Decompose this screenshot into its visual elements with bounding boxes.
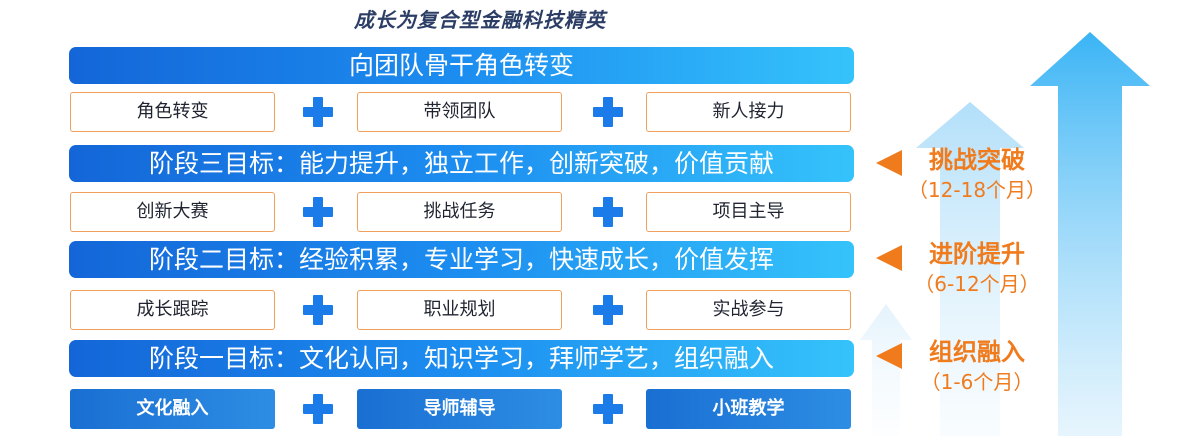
box-project-lead: 项目主导 <box>646 192 851 232</box>
box-challenge-task: 挑战任务 <box>357 192 562 232</box>
plus-icon <box>303 394 333 424</box>
box-innovation-contest: 创新大赛 <box>70 192 275 232</box>
plus-icon <box>593 97 623 127</box>
band-stage2: 阶段二目标：经验积累，专业学习，快速成长，价值发挥 <box>69 241 854 278</box>
plus-icon <box>303 97 333 127</box>
stage-label-challenge: 挑战突破 <box>929 146 1025 174</box>
box-lead-team: 带领团队 <box>357 92 562 132</box>
arrow-large <box>1030 32 1150 436</box>
plus-icon <box>303 197 333 227</box>
arrow-medium <box>916 102 1024 436</box>
pointer-triangle-icon <box>876 150 902 176</box>
plus-icon <box>593 197 623 227</box>
stage-time-integration: （1-6个月） <box>920 370 1034 394</box>
band-stage1: 阶段一目标：文化认同，知识学习，拜师学艺，组织融入 <box>69 340 854 377</box>
pointer-triangle-icon <box>876 343 902 369</box>
stage-label-integration: 组织融入 <box>929 338 1025 366</box>
plus-icon <box>593 394 623 424</box>
band-role-change: 向团队骨干角色转变 <box>69 47 854 84</box>
arrow-small <box>860 304 912 436</box>
box-role-change: 角色转变 <box>70 92 275 132</box>
box-career-planning: 职业规划 <box>357 290 562 330</box>
box-growth-tracking: 成长跟踪 <box>70 290 275 330</box>
box-small-class: 小班教学 <box>646 389 851 429</box>
box-culture-integration: 文化融入 <box>70 389 275 429</box>
box-practice: 实战参与 <box>646 290 851 330</box>
stage-time-advance: （6-12个月） <box>914 272 1040 296</box>
plus-icon <box>593 295 623 325</box>
stage-label-advance: 进阶提升 <box>929 240 1025 268</box>
box-newcomer-relay: 新人接力 <box>646 92 851 132</box>
growth-arrows <box>860 32 1150 436</box>
plus-icon <box>303 295 333 325</box>
band-stage3: 阶段三目标：能力提升，独立工作，创新突破，价值贡献 <box>69 145 854 182</box>
box-mentor-guidance: 导师辅导 <box>357 389 562 429</box>
page-title: 成长为复合型金融科技精英 <box>354 8 606 32</box>
stage-time-challenge: （12-18个月） <box>907 178 1047 202</box>
pointer-triangle-icon <box>876 245 902 271</box>
